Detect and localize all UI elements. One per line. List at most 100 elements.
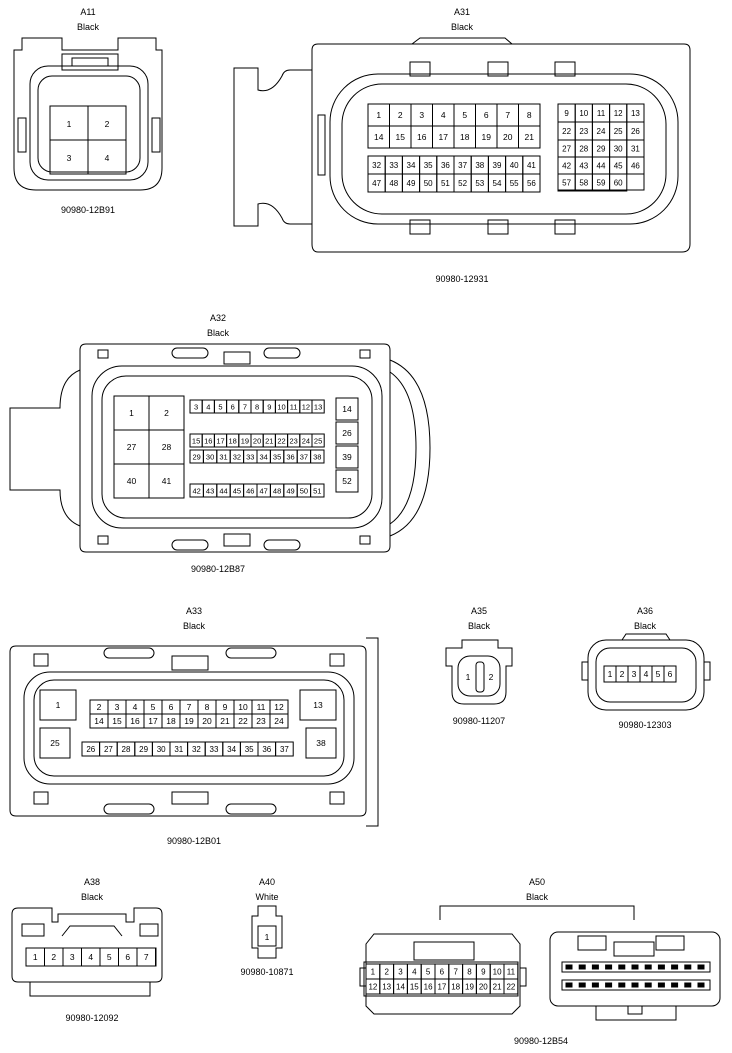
a32-cavity-38 xyxy=(310,449,325,464)
a31-pin-19: 19 xyxy=(482,132,492,142)
a38-pin-6: 6 xyxy=(125,952,130,962)
a11-id: A11 xyxy=(80,7,95,17)
a50-rear-row-bottom xyxy=(561,979,711,991)
a50-rear-terminal-dot xyxy=(684,982,692,988)
a50-pin-18: 18 xyxy=(451,983,460,992)
a32-corner-mark xyxy=(97,349,109,359)
a50-color: Black xyxy=(526,892,549,902)
a36-cavity-6 xyxy=(663,665,677,683)
a31-pin-34: 34 xyxy=(407,161,416,170)
a32-pin-30: 30 xyxy=(206,453,214,462)
a33-pin-32: 32 xyxy=(192,745,201,754)
a32-rear-bracket xyxy=(9,369,81,527)
a32-pin-8: 8 xyxy=(255,403,259,412)
a31-pin-9: 9 xyxy=(564,109,569,118)
a32-corner-mark-2 xyxy=(359,349,371,359)
a33-shell xyxy=(23,671,355,785)
a33-pin-6: 6 xyxy=(169,702,174,712)
a35-id: A35 xyxy=(471,606,487,616)
a33-pin-16: 16 xyxy=(130,716,140,726)
a32-pin-12: 12 xyxy=(302,403,310,412)
a32-shell xyxy=(91,365,383,529)
a31-pin-12: 12 xyxy=(614,109,623,118)
a31-cavity-56 xyxy=(522,173,541,193)
a32-top-clip xyxy=(223,351,251,365)
a32-pin-23: 23 xyxy=(290,437,298,446)
a33-id: A33 xyxy=(186,606,202,616)
a33-pin-2: 2 xyxy=(97,702,102,712)
a50-front-rib-right xyxy=(519,967,527,987)
a31-pin-36: 36 xyxy=(441,161,450,170)
a31-pin-17: 17 xyxy=(439,132,449,142)
a50-rear-row-top xyxy=(561,961,711,973)
a31-cavity-21 xyxy=(518,125,541,149)
a50-pin-17: 17 xyxy=(437,983,446,992)
a31-pin-13: 13 xyxy=(631,109,640,118)
a31-pin-58: 58 xyxy=(579,179,588,188)
a31-pin-41: 41 xyxy=(527,161,536,170)
a50-pin-11: 11 xyxy=(507,968,516,977)
a31-pin-46: 46 xyxy=(631,162,640,171)
a31-pin-53: 53 xyxy=(475,179,484,188)
a33-pin-24: 24 xyxy=(274,716,284,726)
a50-rear-terminal-dot xyxy=(605,964,613,970)
a38-left-lug xyxy=(21,923,45,937)
a31-pin-33: 33 xyxy=(389,161,398,170)
a32-bottom-clip-right xyxy=(263,539,301,551)
a33-pin-31: 31 xyxy=(174,745,183,754)
a31-pin-40: 40 xyxy=(510,161,519,170)
a32-pin-50: 50 xyxy=(300,487,308,496)
a32-corner-mark-4 xyxy=(359,535,371,545)
a38-terminal-comb xyxy=(29,981,151,997)
a50-rear-latch xyxy=(613,941,655,957)
a11-pin-1: 1 xyxy=(67,119,72,129)
a32-pin-7: 7 xyxy=(243,403,247,412)
a31-pin-51: 51 xyxy=(441,179,450,188)
a36-pin-1: 1 xyxy=(608,669,613,679)
a50-pin-21: 21 xyxy=(493,983,502,992)
a33-pin-9: 9 xyxy=(223,702,228,712)
a32-cavity-51 xyxy=(310,483,325,498)
a50-pin-3: 3 xyxy=(398,968,403,977)
a31-top-lug-2 xyxy=(487,61,509,77)
a33-pin-17: 17 xyxy=(148,716,158,726)
a50-rear-terminal-dot xyxy=(618,982,626,988)
a33-pin-10: 10 xyxy=(238,702,248,712)
a32-cavity-25 xyxy=(311,433,325,448)
a32-pin-36: 36 xyxy=(286,453,294,462)
a31-pin-39: 39 xyxy=(493,161,502,170)
a33-pin-25: 25 xyxy=(50,738,60,748)
a50-pin-9: 9 xyxy=(481,968,486,977)
a50-pin-20: 20 xyxy=(479,983,488,992)
a33-pin-3: 3 xyxy=(115,702,120,712)
a32-pin-52: 52 xyxy=(342,476,352,486)
a31-pin-55: 55 xyxy=(510,179,519,188)
a31-pin-11: 11 xyxy=(597,109,606,118)
a50-rear-terminal-dot xyxy=(605,982,613,988)
a32-pin-27: 27 xyxy=(127,442,137,452)
a31-pin-52: 52 xyxy=(458,179,467,188)
a32-top-clip-left xyxy=(171,347,209,359)
a31-pin-14: 14 xyxy=(374,132,384,142)
a33-color: Black xyxy=(183,621,206,631)
a11-housing xyxy=(13,37,163,191)
a31-pin-23: 23 xyxy=(579,127,588,136)
a31-pin-50: 50 xyxy=(424,179,433,188)
a31-cavity-46 xyxy=(626,156,645,175)
a50-bracket xyxy=(439,905,635,920)
a32-pin-9: 9 xyxy=(267,403,271,412)
a50-pin-7: 7 xyxy=(453,968,458,977)
a50-rear-terminal-dot xyxy=(618,964,626,970)
a33-pin-35: 35 xyxy=(245,745,254,754)
a32-pin-28: 28 xyxy=(162,442,172,452)
a31-pin-6: 6 xyxy=(484,110,489,120)
a31-top-tab xyxy=(411,37,513,45)
a33-pin-33: 33 xyxy=(210,745,219,754)
a31-pin-28: 28 xyxy=(579,145,588,154)
a31-pin-27: 27 xyxy=(562,145,571,154)
a33-pin-22: 22 xyxy=(238,716,248,726)
a32-corner-mark-3 xyxy=(97,535,109,545)
a31-pin-35: 35 xyxy=(424,161,433,170)
a33-corner-mark xyxy=(33,653,49,667)
